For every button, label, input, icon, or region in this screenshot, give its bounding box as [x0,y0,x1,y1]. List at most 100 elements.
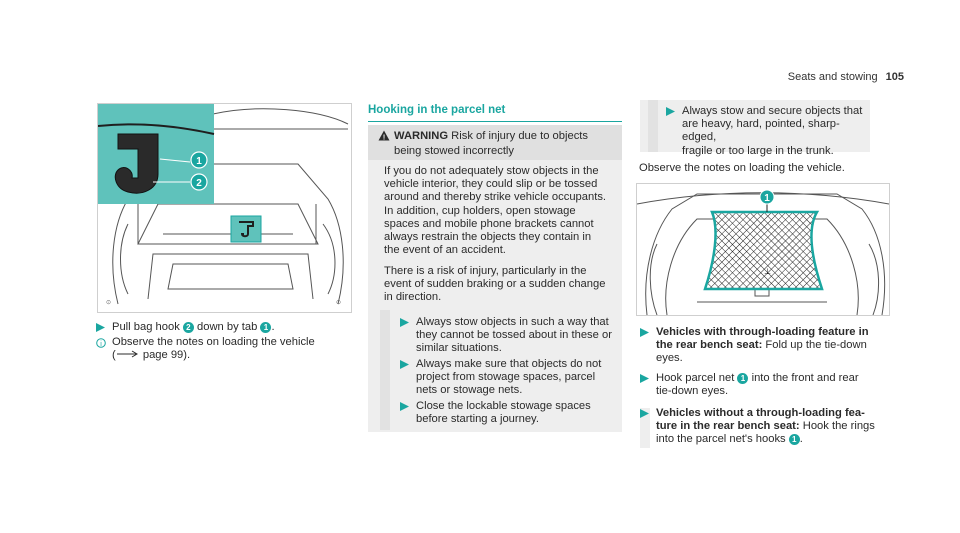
step-no-through-loading: Vehicles without a through-loading fea-t… [640,407,880,447]
step-arrow-icon [666,105,675,158]
section-title: Hooking in the parcel net [368,104,622,122]
text-line: in direction. [384,291,442,304]
text-line: into the front and rear [748,372,859,384]
text-line: Hook parcel net [656,372,738,384]
text-line: tie-down eyes. [656,385,729,398]
info-icon: i [96,336,106,362]
callout-badge-2: 2 [182,321,194,333]
text-line: the event of an accident. [384,244,506,257]
text-line: they cannot be tossed about in these or [416,329,612,342]
text-line: event of sudden braking or a sudden chan… [384,278,606,291]
warning-header [368,125,622,160]
note-line: ( [112,349,116,362]
step-text: Hook parcel net 1 into the front and rea… [656,372,859,398]
step-arrow-icon [640,372,649,398]
warning-box-continued [640,100,870,152]
step-arrow-icon [400,400,409,426]
text-line: In addition, cup holders, open stowage [384,204,576,217]
step-hook-parcel-net: Hook parcel net 1 into the front and rea… [640,372,880,398]
svg-text:!: ! [383,135,385,142]
text-line: Always stow objects in such a way that [416,316,609,328]
text-line: into the parcel net's hooks [656,433,789,446]
text-line: before starting a journey. [416,413,539,426]
text-line: Close the lockable stowage spaces [416,400,591,412]
parcel-net-figure: 1 ⊥ [636,183,890,316]
svg-text:⊙: ⊙ [106,300,111,306]
text-line: nets or stowage nets. [416,384,523,397]
text-line: are heavy, hard, pointed, sharp-edged, [682,118,840,144]
step-heading: Vehicles with through-loading feature in [656,326,869,338]
step-arrow-icon [640,407,649,447]
warning-heading-text: Risk of injury due to objects [448,130,588,142]
svg-text:⊥: ⊥ [764,267,771,276]
observe-notes: Observe the notes on loading the vehicle… [639,162,845,174]
svg-text:2: 2 [196,178,202,189]
text-line: Always stow and secure objects that [682,105,863,117]
step-pull-bag-hook: Pull bag hook 2 down by tab 1. [96,321,356,334]
step-text-part: . [271,321,275,333]
text-line: There is a risk of injury, particularly … [384,265,587,277]
text-line: spaces and mobile phone brackets cannot [384,217,594,230]
text-line: project from stowage spaces, parcel [416,371,596,384]
step-text: Vehicles with through-loading feature in… [656,326,869,366]
step-text-part: Pull bag hook [112,321,183,333]
step-arrow-icon [96,321,105,334]
svg-text:1: 1 [196,156,202,167]
text-line: Fold up the tie-down [762,339,867,352]
callout-badge-1: 1 [260,321,272,333]
text-line: If you do not adequately stow objects in… [384,165,599,177]
step-text-part: down by tab [193,321,261,333]
bullet-bar [380,310,390,430]
running-header: Seats and stowing 105 [788,71,904,83]
warning-paragraph-1: If you do not adequately stow objects in… [384,165,620,257]
text-line: fragile or too large in the trunk. [682,144,834,157]
text-line: similar situations. [416,342,502,355]
svg-text:i: i [100,341,102,348]
page-number: 105 [885,71,904,83]
header-section: Seats and stowing [787,71,878,83]
text-line: Hook the rings [799,420,875,433]
warning-heading-text-2: being stowed incorrectly [394,145,515,158]
step-heading: Vehicles without a through-loading fea- [656,407,865,419]
svg-text:1: 1 [764,193,770,204]
warning-box [368,125,622,432]
note-text: Observe the notes on loading the vehicle… [112,336,315,362]
svg-text:⊙: ⊙ [336,300,341,306]
trunk-bag-hook-figure: 1 2 ⊙ ⊙ [97,103,352,313]
text-line: around and thereby strike vehicle occupa… [384,191,607,204]
step-text: Pull bag hook 2 down by tab 1. [112,321,275,334]
bullet-bar [640,408,650,448]
step-arrow-icon [640,326,649,366]
note-loading: i Observe the notes on loading the vehic… [96,336,356,362]
text-line: . [799,433,803,446]
warning-label: WARNING [394,130,449,142]
trunk-illustration: 1 2 ⊙ ⊙ [98,104,349,306]
step-heading: ture in the rear bench seat: [656,420,800,433]
text-line: eyes. [656,352,683,365]
parcel-net-illustration: 1 ⊥ [637,189,889,315]
page-ref-arrow-icon [116,349,140,362]
text-line: Always make sure that objects do not [416,358,602,370]
warning-title: ! WARNING Risk of injury due to objects b… [378,130,618,158]
step-heading: the rear bench seat: [656,339,763,352]
step-text: Vehicles without a through-loading fea-t… [656,407,875,447]
step-arrow-icon [400,358,409,398]
page-ref[interactable]: page 99). [139,349,191,362]
bullet-bar [648,100,658,152]
callout-badge-1: 1 [737,372,749,384]
step-arrow-icon [400,316,409,356]
callout-badge-1: 1 [788,433,800,445]
text-line: always restrain the objects they contain… [384,231,592,244]
warning-triangle-icon: ! [378,130,394,145]
step-through-loading: Vehicles with through-loading feature in… [640,326,880,366]
warning-paragraph-2: There is a risk of injury, particularly … [384,265,620,305]
text-line: vehicle interior, they could slip or be … [384,178,598,191]
